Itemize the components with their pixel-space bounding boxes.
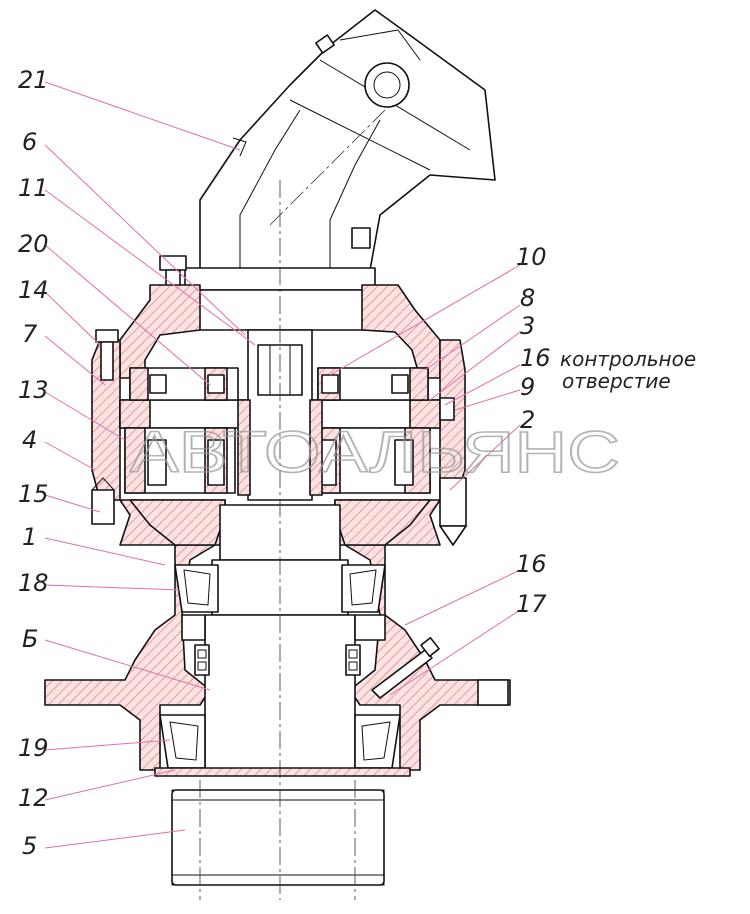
upper-housing-left: [119, 284, 201, 379]
seal-right: [354, 614, 386, 641]
label-14: 14: [18, 276, 49, 304]
seal-pack-right: [345, 644, 361, 676]
seal-left: [181, 614, 206, 641]
plug-15: [91, 477, 115, 525]
callout-labels: 21 6 11 20 14 7 13 4 15 1 18 Б 19 12 5 1…: [18, 66, 696, 860]
watermark-text: АВТОАЛЬЯНС: [130, 420, 620, 485]
bolt-14: [95, 329, 119, 381]
flange-ear: [477, 679, 509, 706]
end-cover: [154, 767, 411, 777]
leader-lines: [44, 81, 521, 849]
fitting-2: [439, 477, 467, 546]
label-2: 2: [520, 406, 535, 434]
upper-bearing-right: [317, 367, 429, 401]
label-10: 10: [516, 243, 547, 271]
tapered-bearing-lower: [159, 714, 401, 769]
label-9: 9: [520, 373, 535, 401]
label-20: 20: [18, 230, 49, 258]
label-18: 18: [18, 569, 49, 597]
label-6: 6: [22, 128, 37, 156]
label-15: 15: [18, 480, 49, 508]
tapered-bearing-upper: [174, 564, 386, 613]
label-17: 17: [516, 590, 547, 618]
label-8: 8: [520, 284, 535, 312]
sun-gear-right: [309, 399, 323, 496]
planet-gear-right: [317, 427, 431, 494]
label-21: 21: [18, 66, 49, 94]
output-gear: [171, 789, 385, 886]
label-B: Б: [22, 625, 38, 653]
label-1: 1: [22, 523, 37, 551]
label-19: 19: [18, 734, 49, 762]
label-5: 5: [22, 832, 37, 860]
label-11: 11: [18, 174, 49, 202]
label-12: 12: [18, 784, 49, 812]
label-3: 3: [520, 312, 535, 340]
label-7: 7: [22, 320, 38, 348]
note-control-line2: отверстие: [562, 369, 671, 393]
label-16-note: 16: [520, 344, 551, 372]
upper-housing-right: [361, 284, 441, 379]
label-16: 16: [516, 550, 547, 578]
grease-fitting: [371, 636, 440, 699]
sun-gear-left: [237, 399, 251, 496]
label-13: 13: [18, 376, 49, 404]
label-4: 4: [22, 426, 37, 454]
hub-left: [129, 499, 226, 546]
hydraulic-motor: [199, 9, 496, 271]
seal-pack-left: [194, 644, 210, 676]
planet-gear-left: [124, 427, 236, 494]
plug-9: [439, 397, 455, 421]
note-control-line1: контрольное: [560, 347, 696, 371]
upper-bearing-left: [129, 367, 239, 401]
